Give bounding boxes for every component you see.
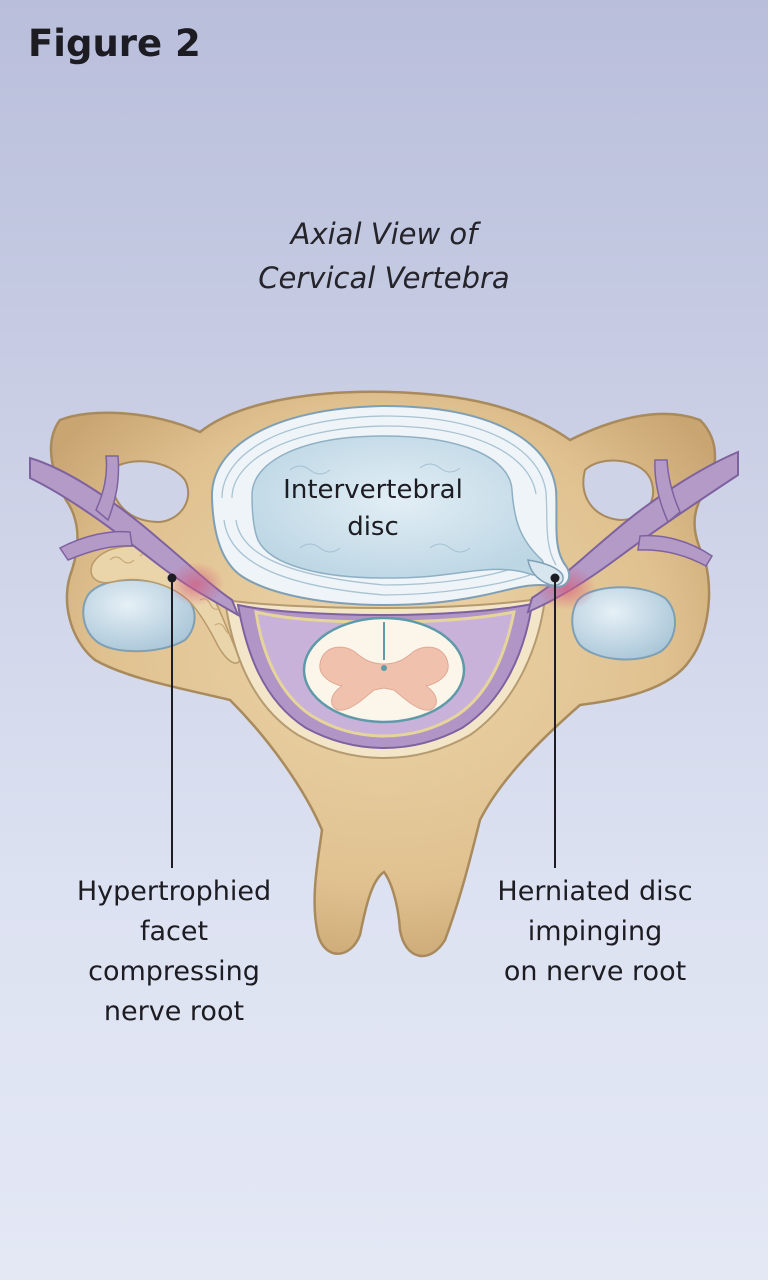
spinal-cord-gray-matter <box>319 646 449 711</box>
label-disc-line-1: Intervertebral <box>283 475 463 505</box>
right-nerve-branch-lower <box>637 534 714 568</box>
right-nerve-branch <box>654 459 681 524</box>
facet-leader-dot <box>167 573 177 583</box>
label-facet-line-2: facet <box>139 916 209 947</box>
label-facet-line-3: compressing <box>88 956 260 987</box>
label-hern-line-2: impinging <box>527 916 663 947</box>
label-herniated-disc: Herniated disc impinging on nerve root <box>470 872 720 992</box>
label-facet-line-1: Hypertrophied <box>76 876 272 907</box>
herniation-leader-dot <box>550 573 560 583</box>
disc-lamellae <box>221 415 557 596</box>
label-intervertebral-disc: Intervertebral disc <box>268 472 478 546</box>
left-nerve-branch <box>95 455 120 522</box>
label-hern-line-3: on nerve root <box>503 956 687 987</box>
view-title-line-1: Axial View of <box>290 217 478 251</box>
label-hypertrophied-facet: Hypertrophied facet compressing nerve ro… <box>56 872 292 1032</box>
label-disc-line-2: disc <box>347 512 399 542</box>
left-inflammation <box>168 562 224 606</box>
view-title-line-2: Cervical Vertebra <box>258 261 510 295</box>
label-hern-line-1: Herniated disc <box>497 876 693 907</box>
view-title: Axial View of Cervical Vertebra <box>0 212 768 300</box>
central-canal <box>381 665 387 671</box>
figure-title: Figure 2 <box>28 22 201 65</box>
left-foramen-hole <box>108 460 190 524</box>
right-facet-surface <box>571 586 677 661</box>
left-nerve-branch-lower <box>58 530 133 561</box>
nucleus-texture <box>289 463 471 553</box>
label-facet-line-4: nerve root <box>103 996 245 1027</box>
